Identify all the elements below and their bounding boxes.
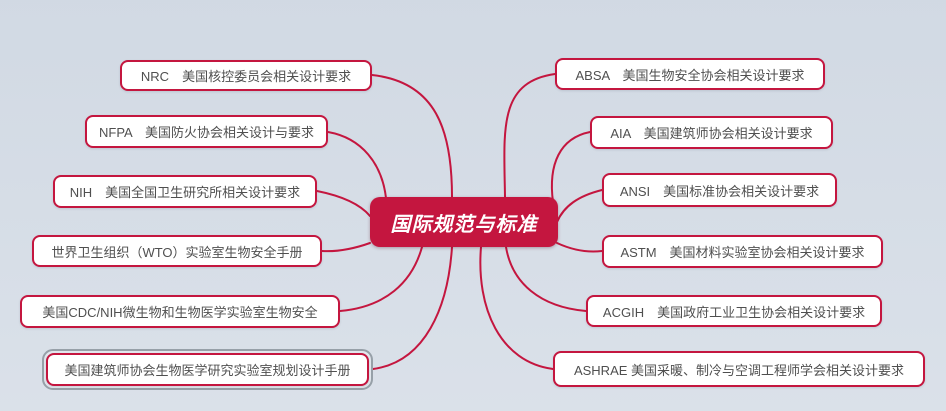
topic-astm[interactable]: ASTM 美国材料实验室协会相关设计要求 <box>602 235 883 268</box>
topic-nfpa[interactable]: NFPA 美国防火协会相关设计与要求 <box>85 115 328 148</box>
connector-handbook <box>372 246 453 370</box>
topic-ansi[interactable]: ANSI 美国标准协会相关设计要求 <box>602 173 837 207</box>
connector-nrc <box>371 74 453 198</box>
selection-outline: 美国建筑师协会生物医学研究实验室规划设计手册 <box>42 349 373 390</box>
topic-cdc-nih[interactable]: 美国CDC/NIH微生物和生物医学实验室生物安全 <box>20 295 340 328</box>
topic-nrc[interactable]: NRC 美国核控委员会相关设计要求 <box>120 60 372 91</box>
topic-nih[interactable]: NIH 美国全国卫生研究所相关设计要求 <box>53 175 317 208</box>
connector-ashrae <box>479 246 554 370</box>
connector-cdc <box>339 246 423 312</box>
topic-ashrae[interactable]: ASHRAE 美国采暖、制冷与空调工程师学会相关设计要求 <box>553 351 925 387</box>
connector-nfpa <box>327 131 387 199</box>
connector-wto <box>321 242 371 253</box>
connector-acgih <box>505 246 587 312</box>
topic-absa[interactable]: ABSA 美国生物安全协会相关设计要求 <box>555 58 825 90</box>
root-topic[interactable]: 国际规范与标准 <box>370 197 558 247</box>
connector-nih <box>316 190 371 217</box>
connector-ansi <box>556 189 603 223</box>
connector-aia <box>551 131 591 203</box>
topic-acgih[interactable]: ACGIH 美国政府工业卫生协会相关设计要求 <box>586 295 882 327</box>
topic-wto[interactable]: 世界卫生组织（WTO）实验室生物安全手册 <box>32 235 322 267</box>
topic-aia[interactable]: AIA 美国建筑师协会相关设计要求 <box>590 116 833 149</box>
topic-aia-handbook-selected[interactable]: 美国建筑师协会生物医学研究实验室规划设计手册 <box>46 353 369 386</box>
connector-absa <box>503 73 556 198</box>
connector-astm <box>556 242 603 253</box>
